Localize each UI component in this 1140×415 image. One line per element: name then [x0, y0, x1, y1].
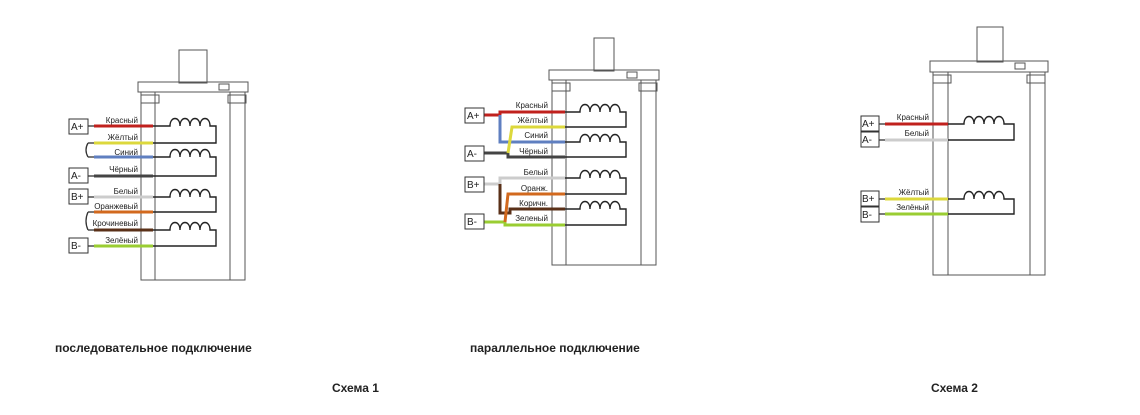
parallel-diagram: Красный Жёлтый Синий Чёрный Белый Оранж.…	[464, 37, 660, 266]
wire-labels: Красный Жёлтый Синий Чёрный Белый Оранж.…	[515, 101, 548, 223]
wires	[484, 110, 565, 227]
wire-label: Крочиневый	[93, 219, 138, 228]
wire-labels: Красный Белый Жёлтый Зелёный	[896, 113, 929, 212]
wire-label: Зелёный	[896, 203, 929, 212]
wire-label: Зеленый	[515, 214, 548, 223]
wire-label: Синий	[114, 148, 138, 157]
wire-label: Белый	[905, 129, 929, 138]
wire-labels: Красный Жёлтый Синий Чёрный Белый Оранже…	[93, 116, 138, 245]
terminal-label: A+	[862, 119, 875, 130]
terminal-label: A+	[71, 122, 84, 133]
terminals: A+ A- B+ B-	[464, 107, 485, 230]
wire-label: Красный	[897, 113, 929, 122]
terminal-label: B+	[467, 180, 480, 191]
wire-label: Чёрный	[109, 165, 138, 174]
wire-label: Чёрный	[519, 147, 548, 156]
coils	[153, 117, 217, 247]
terminal-label: B-	[467, 217, 477, 228]
terminals: A+ A- B+ B-	[68, 118, 89, 254]
coils	[948, 115, 1015, 215]
wire-label: Зелёный	[105, 236, 138, 245]
wire-label: Оранж.	[521, 184, 548, 193]
terminals: A+ A- B+ B-	[860, 115, 880, 223]
wire-label: Жёлтый	[108, 133, 138, 142]
wire-label: Жёлтый	[518, 116, 548, 125]
motor-body	[548, 37, 660, 266]
parallel-caption: параллельное подключение	[470, 341, 640, 355]
terminal-label: A-	[467, 149, 477, 160]
scheme2-diagram: Красный Белый Жёлтый Зелёный A+ A- B+ B-	[860, 26, 1049, 276]
terminal-label: B+	[71, 192, 84, 203]
motor-body	[929, 26, 1049, 276]
wire-label: Белый	[114, 187, 138, 196]
wire-label: Жёлтый	[899, 188, 929, 197]
wire-label: Красный	[516, 101, 548, 110]
series-caption: последовательное подключение	[55, 341, 252, 355]
terminal-label: A-	[71, 171, 81, 182]
wires	[85, 124, 153, 248]
terminal-label: A+	[467, 111, 480, 122]
scheme2-caption: Схема 2	[931, 381, 978, 395]
terminal-label: B-	[71, 241, 81, 252]
terminal-label: B-	[862, 210, 872, 221]
wire-label: Оранжевый	[94, 202, 138, 211]
scheme1-caption: Схема 1	[332, 381, 379, 395]
wires	[879, 122, 948, 216]
coils	[565, 103, 627, 226]
series-diagram: Красный Жёлтый Синий Чёрный Белый Оранже…	[68, 49, 249, 281]
motor-body	[137, 49, 249, 281]
wire-label: Синий	[524, 131, 548, 140]
wire-label: Красный	[106, 116, 138, 125]
wire-label: Белый	[524, 168, 548, 177]
wire-label: Коричн.	[519, 199, 548, 208]
terminal-label: A-	[862, 135, 872, 146]
terminal-label: B+	[862, 194, 875, 205]
